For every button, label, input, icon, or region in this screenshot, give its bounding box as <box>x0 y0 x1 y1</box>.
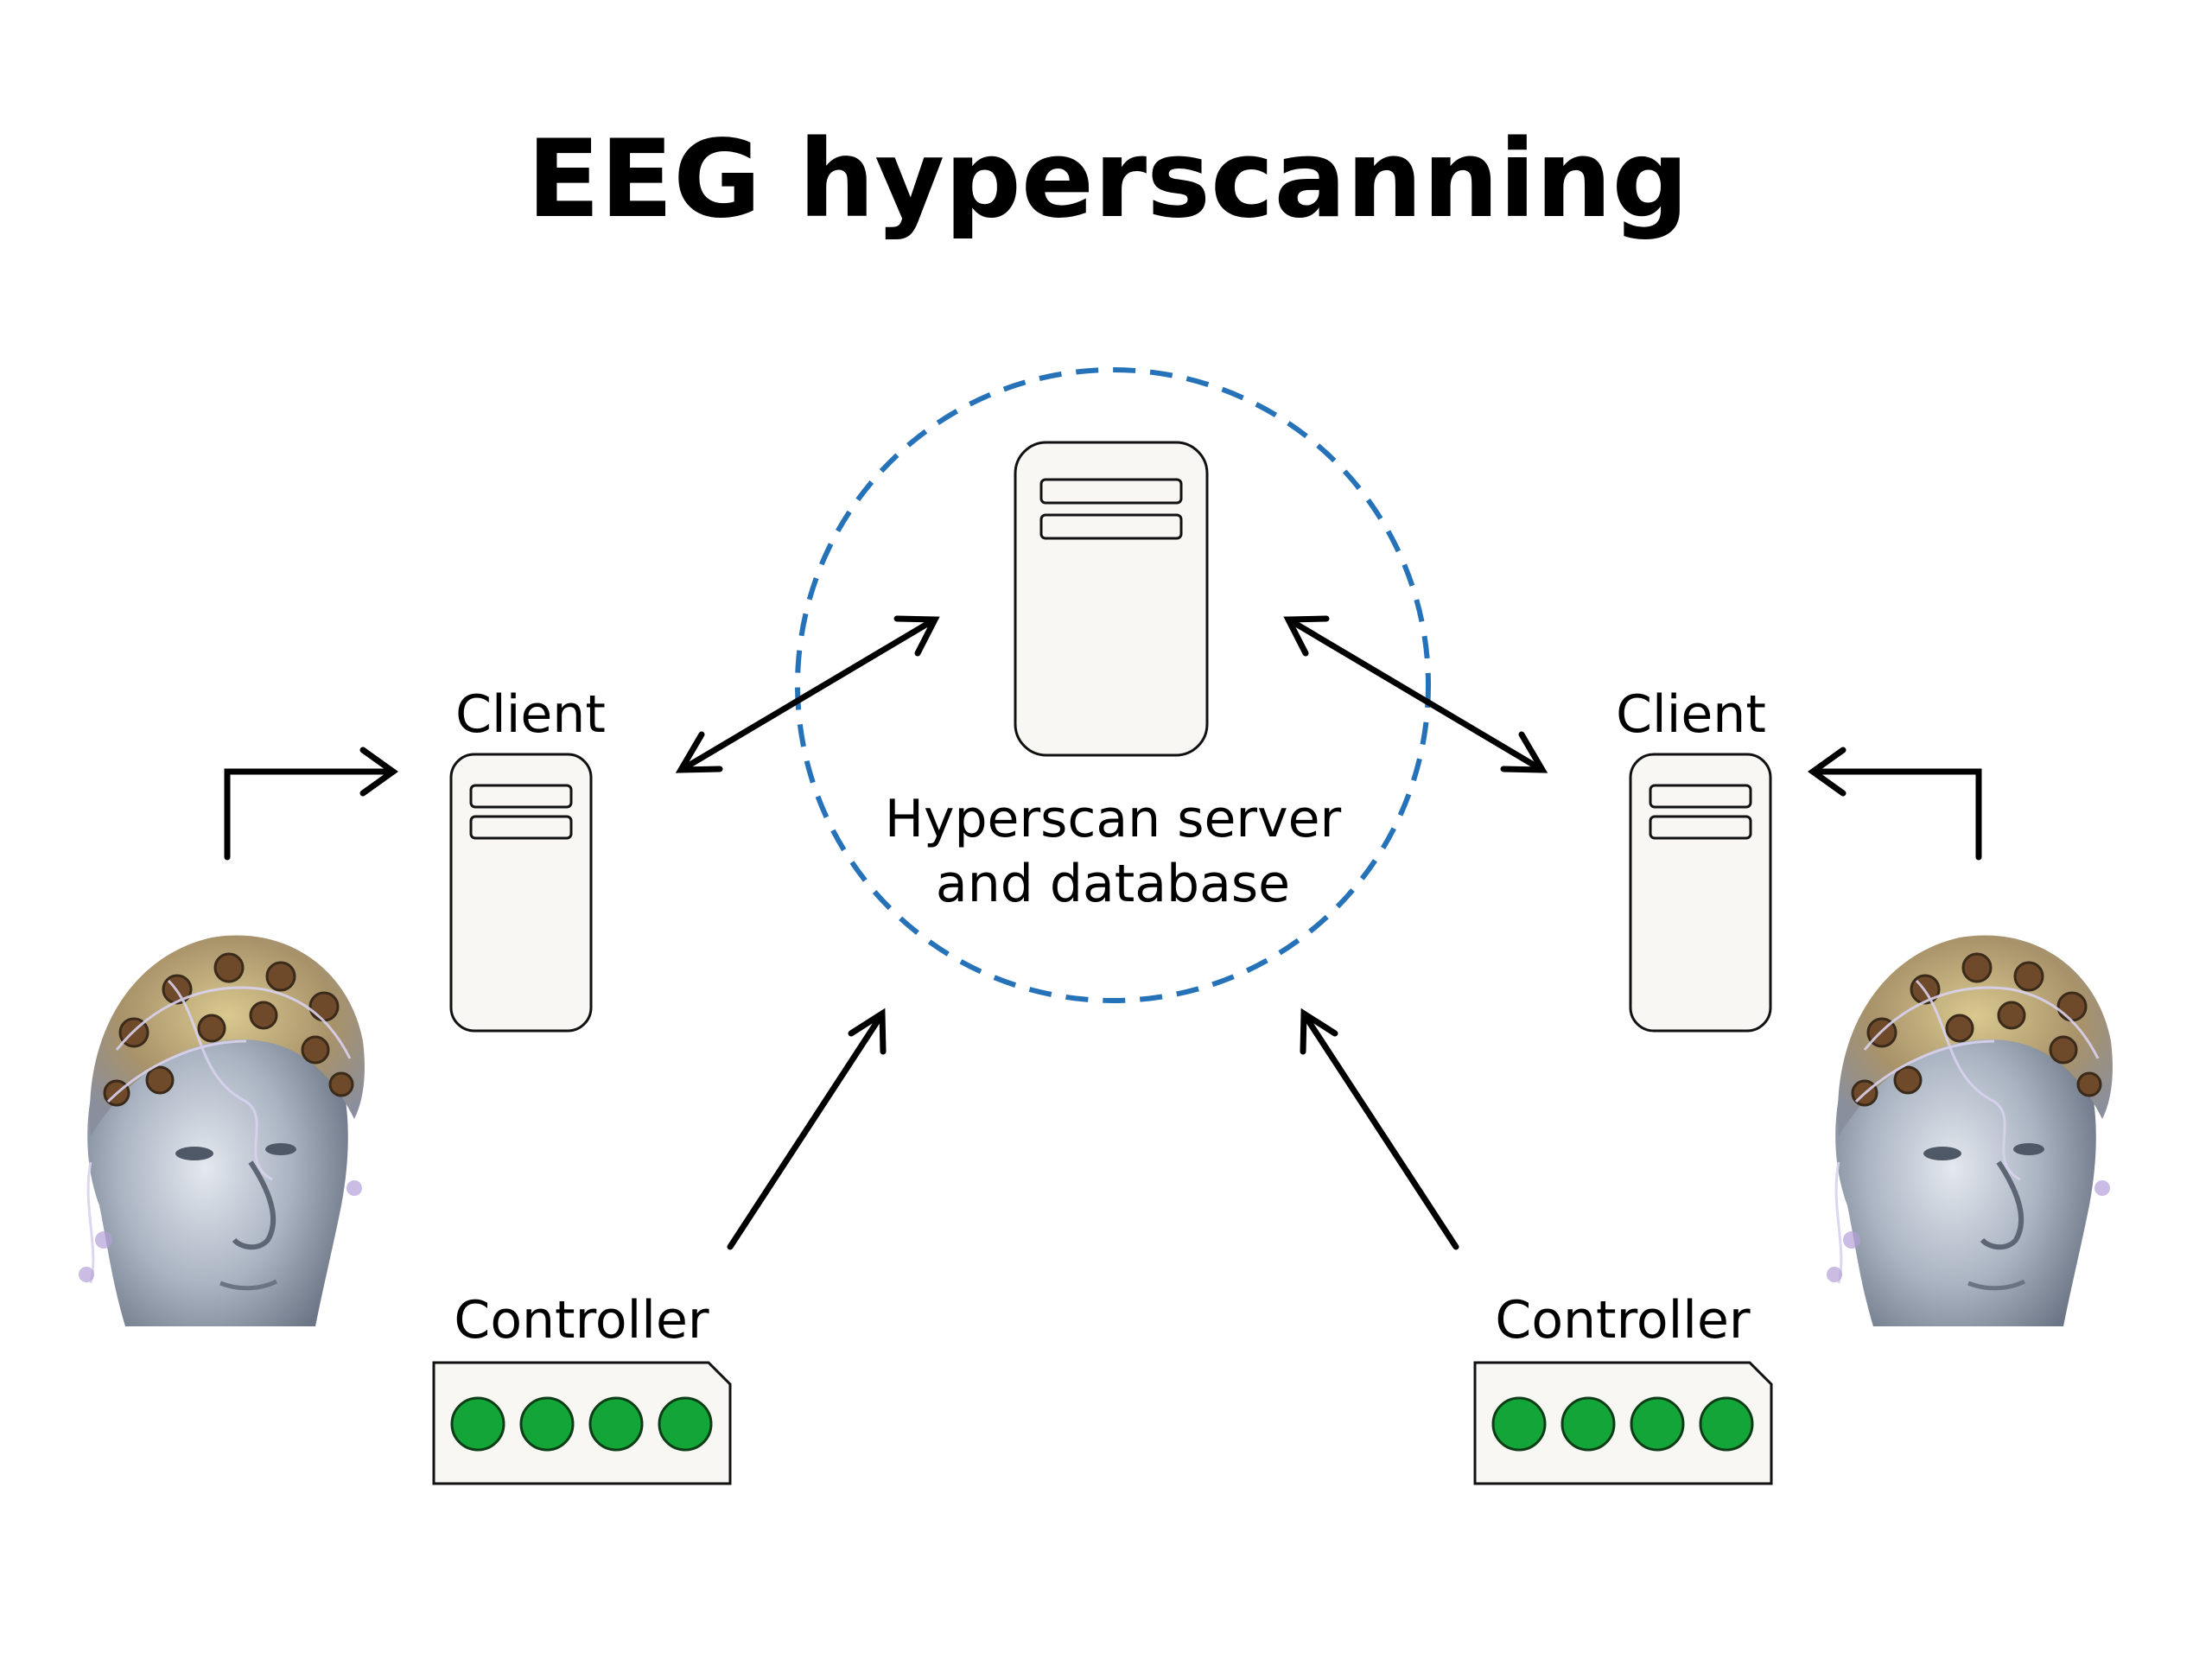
arrow-controller-left-to-server <box>727 1007 887 1250</box>
client-left-label: Client <box>455 684 606 745</box>
controller-right-button <box>1699 1396 1754 1452</box>
server-label-line1: Hyperscan server <box>885 789 1342 849</box>
controller-left-button <box>658 1396 713 1452</box>
arrow-controller-right-to-server <box>1300 1007 1459 1250</box>
controller-left-label: Controller <box>454 1290 709 1351</box>
controller-right-icon <box>1473 1361 1773 1485</box>
participant-left-eeg-head-image <box>79 936 365 1326</box>
arrow-client-left-server <box>675 615 940 773</box>
controller-left-button <box>588 1396 644 1452</box>
controller-left-button <box>519 1396 575 1452</box>
client-right-label: Client <box>1616 684 1766 745</box>
client-right-icon <box>1629 753 1772 1033</box>
controller-left-icon <box>432 1361 732 1485</box>
server-boundary-circle <box>795 367 1431 1003</box>
arrow-head-to-client-left <box>224 747 399 861</box>
controller-right-label: Controller <box>1495 1290 1750 1351</box>
page-title: EEG hyperscanning <box>527 118 1689 242</box>
server-icon <box>1014 441 1209 757</box>
client-left-icon <box>449 753 593 1033</box>
arrow-client-right-server <box>1283 615 1548 773</box>
arrow-head-to-client-right <box>1807 747 1982 861</box>
controller-right-button <box>1630 1396 1685 1452</box>
controller-right-button <box>1560 1396 1616 1452</box>
controller-left-button <box>450 1396 505 1452</box>
participant-right-eeg-head-image <box>1827 936 2113 1326</box>
controller-right-button <box>1491 1396 1547 1452</box>
server-label-line2: and database <box>936 854 1290 914</box>
